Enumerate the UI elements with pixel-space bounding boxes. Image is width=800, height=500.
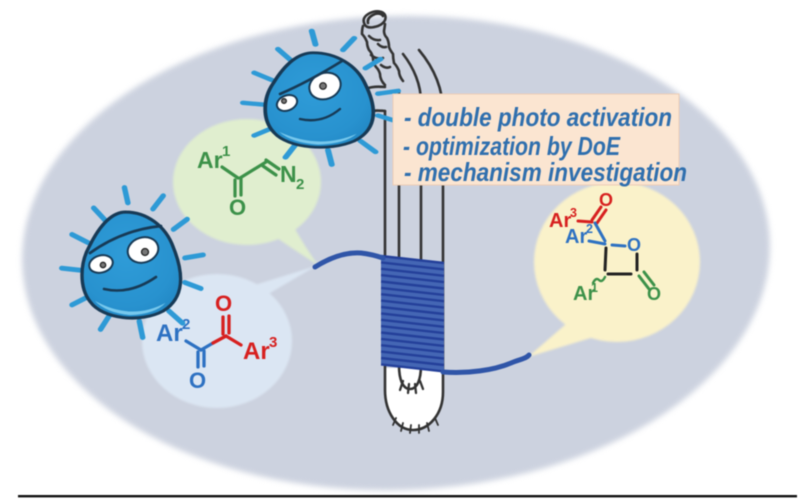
- svg-text:- double photo activation: - double photo activation: [404, 102, 672, 132]
- svg-text:3: 3: [269, 334, 277, 351]
- svg-text:Ar: Ar: [549, 210, 571, 232]
- svg-text:2: 2: [182, 316, 190, 333]
- svg-text:2: 2: [296, 176, 304, 193]
- svg-text:1: 1: [222, 143, 230, 160]
- svg-text:- optimization by DoE: - optimization by DoE: [403, 131, 621, 161]
- svg-text:O: O: [647, 284, 661, 304]
- svg-text:Ar: Ar: [565, 226, 587, 248]
- svg-text:O: O: [229, 195, 246, 220]
- svg-text:Ar: Ar: [573, 283, 595, 305]
- svg-text:O: O: [627, 235, 641, 255]
- svg-text:O: O: [215, 291, 232, 316]
- svg-text:1: 1: [591, 281, 598, 295]
- svg-text:O: O: [599, 190, 613, 210]
- svg-text:Ar: Ar: [156, 320, 183, 347]
- svg-text:O: O: [189, 368, 206, 393]
- svg-text:N: N: [280, 161, 297, 187]
- svg-text:- mechanism investigation: - mechanism investigation: [404, 157, 687, 187]
- svg-text:Ar: Ar: [197, 147, 223, 173]
- svg-text:3: 3: [570, 206, 577, 220]
- svg-text:Ar: Ar: [243, 338, 270, 365]
- svg-text:2: 2: [586, 222, 593, 236]
